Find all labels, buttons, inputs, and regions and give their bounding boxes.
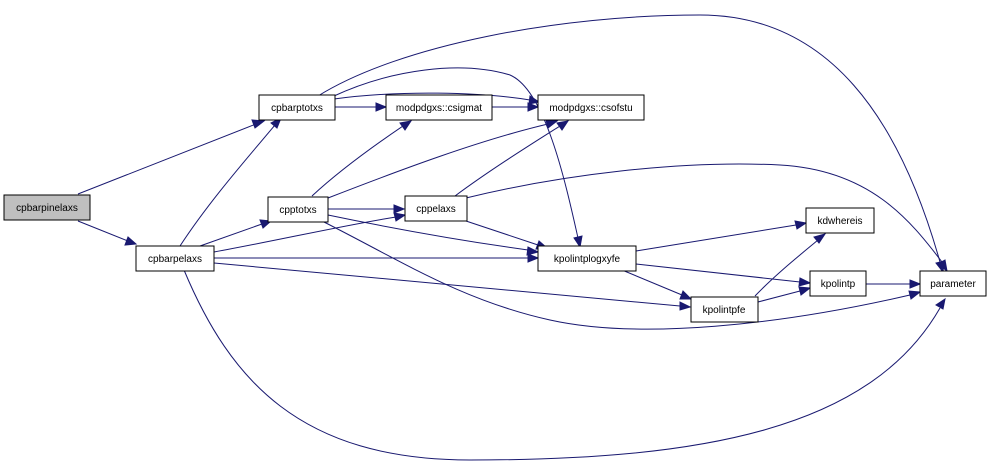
node-label: cpbarpinelaxs [16,203,78,214]
edge-kpolintpfe-kdwhereis [754,239,819,297]
edge-cpbarpelaxs-cppelaxs [213,216,397,253]
edge-cpbarptotxs-csofstu [333,92,531,101]
node-label: cpbarpelaxs [148,254,202,265]
edge-arrow [527,102,540,112]
nodes: cpbarpinelaxs cpbarptotxs cpbarpelaxs cp… [3,94,987,323]
edge-arrow [556,120,570,131]
edge-cppelaxs-csofstu [454,125,561,197]
edge-cpbarpelaxs-cpbarptotxs [179,124,276,247]
node-cpptotxs[interactable]: cpptotxs [267,196,329,223]
edge-arrow [794,220,808,230]
edge-kpolintpfe-kpolintp [757,290,801,303]
node-modpdgxs-csofstu[interactable]: modpdgxs::csofstu [537,94,645,121]
node-kpolintplogxyfe[interactable]: kpolintplogxyfe [537,245,637,272]
edge-kpolintplogxyfe-kdwhereis [635,224,797,252]
node-parameter[interactable]: parameter [919,270,987,297]
node-cpbarpinelaxs[interactable]: cpbarpinelaxs [3,194,91,221]
node-cpbarpelaxs[interactable]: cpbarpelaxs [135,245,215,272]
node-kpolintpfe[interactable]: kpolintpfe [690,296,759,323]
edge-arrow [526,246,540,256]
edge-arrow [679,290,693,300]
edge-cppelaxs-parameter [465,163,943,263]
edge-kpolintplogxyfe-kpolintp [635,263,801,283]
node-label: modpdgxs::csofstu [549,103,632,114]
edge-cpbarpinelaxs-cpbarpelaxs [77,220,129,242]
edge-cpptotxs-parameter [319,219,911,330]
node-label: parameter [930,279,976,290]
edge-cppelaxs-kpolintplogxyfe [465,220,539,246]
edge-kpolintplogxyfe-kpolintpfe [621,269,683,296]
edge-arrow [935,297,946,310]
node-label: kpolintp [821,279,856,290]
edge-arrow [527,253,540,263]
edges [77,14,948,461]
edge-cpbarpinelaxs-cpbarptotxs [77,123,257,195]
edge-arrow [813,233,827,244]
node-label: cpptotxs [279,205,316,216]
node-label: cpbarptotxs [271,103,323,114]
edge-arrow [399,120,413,131]
node-cppelaxs[interactable]: cppelaxs [404,195,468,222]
edge-cpbarpelaxs-cpptotxs [199,223,263,247]
edge-arrow [124,236,138,246]
node-label: kpolintplogxyfe [554,254,621,265]
edge-cpbarpelaxs-parameter [183,269,941,461]
node-label: cppelaxs [416,204,455,215]
node-label: kdwhereis [817,216,862,227]
node-modpdgxs-csigmat[interactable]: modpdgxs::csigmat [385,94,493,121]
node-kdwhereis[interactable]: kdwhereis [805,207,875,234]
edge-arrow [908,290,922,300]
edge-cpptotxs-kpolintplogxyfe [327,214,529,251]
edge-arrow [393,212,407,222]
node-label: kpolintpfe [703,305,746,316]
edge-arrow [251,119,266,129]
edge-arrow [375,102,388,112]
edge-arrow [573,235,583,249]
edge-cpptotxs-csofstu [327,123,549,199]
edge-arrow [937,259,948,273]
edge-cpbarptotxs-parameter [317,14,941,263]
edge-arrow [545,119,559,129]
edge-arrow [798,286,812,296]
node-cpbarptotxs[interactable]: cpbarptotxs [258,94,336,121]
edge-arrow [798,277,812,287]
edge-cpptotxs-csigmat [311,125,404,197]
node-label: modpdgxs::csigmat [396,103,482,114]
edge-arrow [393,204,406,214]
edge-arrow [679,301,692,311]
edge-arrow [909,279,922,289]
node-kpolintp[interactable]: kpolintp [809,270,867,297]
